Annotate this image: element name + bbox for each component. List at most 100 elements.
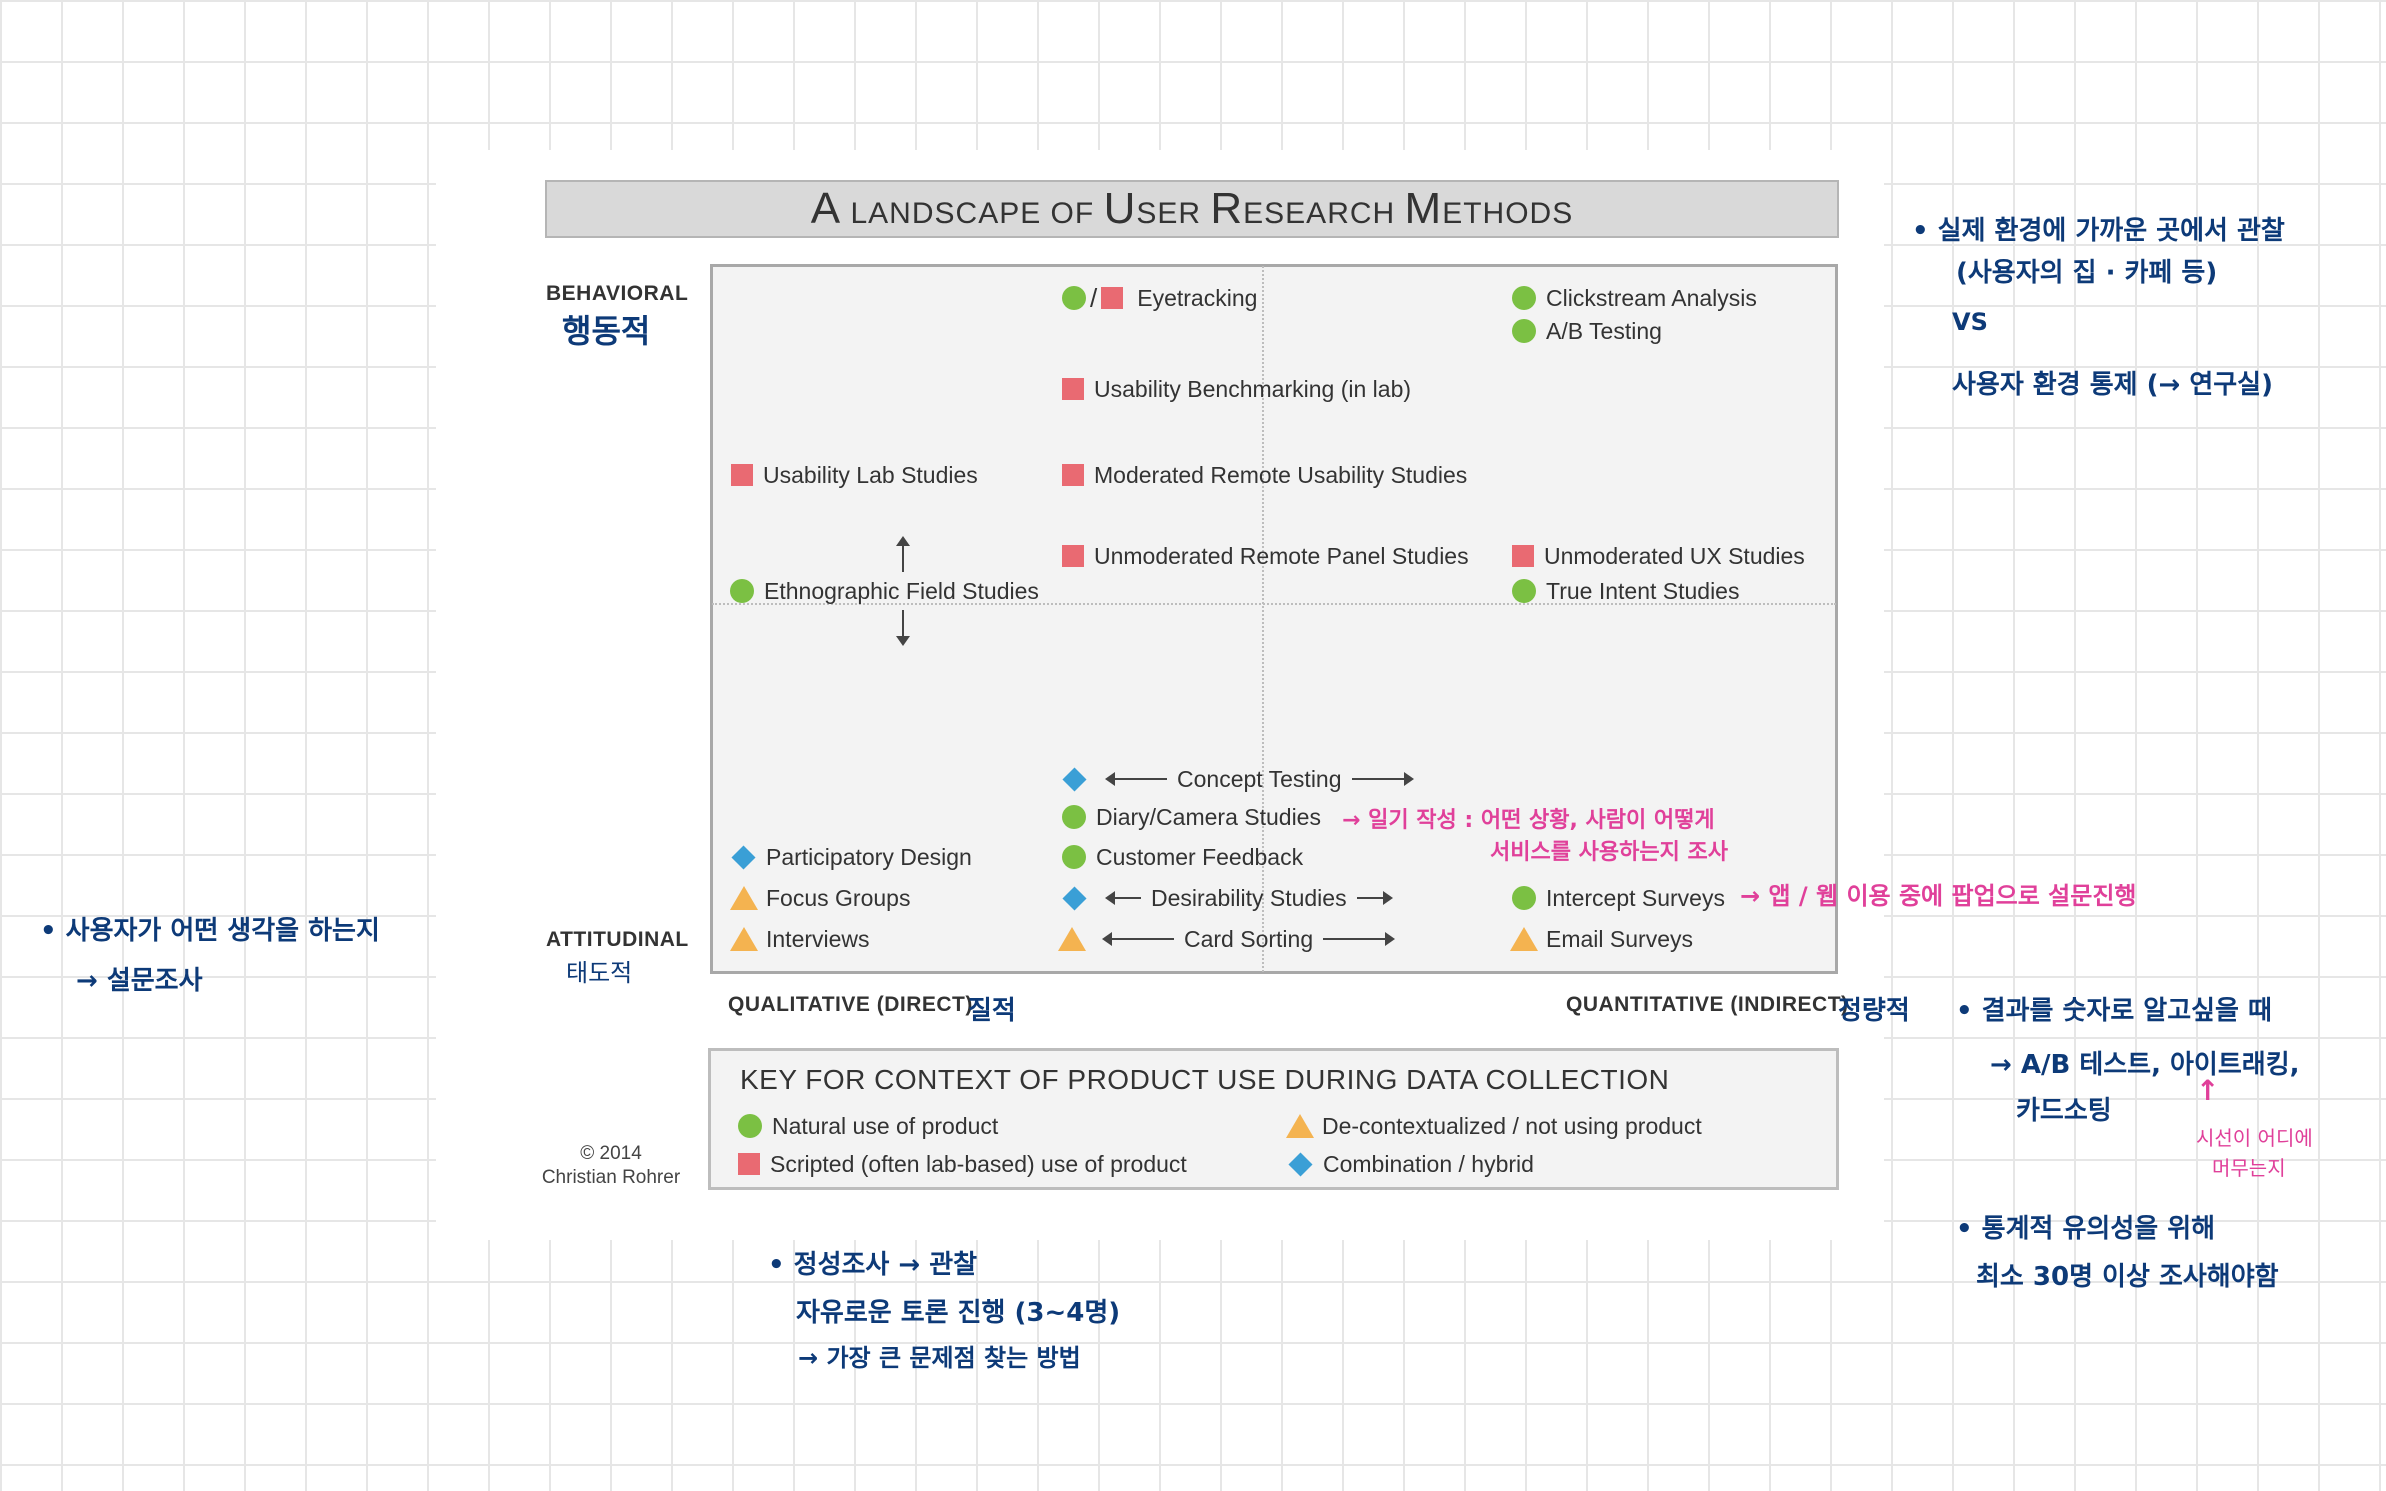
legend-label: De-contextualized / not using product: [1322, 1112, 1702, 1139]
legend-label: Combination / hybrid: [1323, 1150, 1534, 1177]
note-line: • 결과를 숫자로 알고싶을 때: [1956, 996, 2272, 1026]
note-line: 카드소팅: [2016, 1096, 2112, 1126]
arrow-down-icon: [896, 610, 910, 646]
note-line: 사용자 환경 통제 (→ 연구실): [1952, 370, 2273, 400]
method-label: Concept Testing: [1177, 765, 1342, 792]
method-diary: Diary/Camera Studies: [1062, 800, 1321, 834]
scripted-use-square-icon: [1062, 464, 1084, 486]
note-line: (사용자의 집 · 카페 등): [1956, 258, 2218, 288]
note-line: 최소 30명 이상 조사해야함: [1976, 1262, 2279, 1292]
decontextualized-triangle-icon: [1058, 927, 1086, 951]
method-label: Diary/Camera Studies: [1096, 803, 1321, 830]
scripted-use-square-icon: [1512, 545, 1534, 567]
method-customer-feedback: Customer Feedback: [1062, 840, 1303, 874]
method-label: Desirability Studies: [1151, 884, 1347, 911]
natural-use-circle-icon: [738, 1114, 762, 1138]
method-label: Customer Feedback: [1096, 843, 1304, 870]
method-clickstream: Clickstream Analysis: [1512, 281, 1757, 315]
slash-separator: /: [1090, 282, 1098, 313]
hybrid-diamond-icon: [1062, 885, 1087, 911]
method-ethnographic: Ethnographic Field Studies: [730, 574, 1039, 608]
method-label: True Intent Studies: [1546, 577, 1740, 604]
method-focus-groups: Focus Groups: [730, 881, 910, 915]
method-label: Ethnographic Field Studies: [764, 577, 1039, 604]
hybrid-diamond-icon: [1288, 1151, 1313, 1177]
method-label: Interviews: [766, 925, 870, 952]
note-line: → 가장 큰 문제점 찾는 방법: [798, 1344, 1081, 1372]
axis-quantitative: QUANTITATIVE (INDIRECT): [1566, 993, 1849, 1016]
horizontal-divider: [712, 603, 1836, 605]
natural-use-circle-icon: [1512, 886, 1536, 910]
note-line: 서비스를 사용하는지 조사: [1490, 840, 1728, 865]
arrow-right-icon: [1323, 932, 1396, 946]
method-label: Unmoderated Remote Panel Studies: [1094, 542, 1469, 569]
legend-decontextualized: De-contextualized / not using product: [1286, 1109, 1702, 1143]
method-label: Usability Benchmarking (in lab): [1094, 375, 1412, 402]
legend-natural: Natural use of product: [738, 1109, 998, 1143]
title-part: M: [1404, 184, 1443, 233]
method-moderated-remote: Moderated Remote Usability Studies: [1062, 458, 1467, 492]
note-line: VS: [1952, 308, 1988, 336]
legend-title: KEY FOR CONTEXT OF PRODUCT USE DURING DA…: [740, 1064, 1670, 1095]
method-label: Focus Groups: [766, 884, 911, 911]
title-part: R: [1210, 184, 1244, 233]
chart-title: A LANDSCAPE OF USER RESEARCH METHODS: [545, 180, 1839, 238]
method-label: A/B Testing: [1546, 317, 1662, 344]
method-concept-testing: Concept Testing: [1062, 762, 1422, 796]
scripted-use-square-icon: [731, 464, 753, 486]
method-label: Eyetracking: [1137, 284, 1258, 311]
legend-label: Natural use of product: [772, 1112, 999, 1139]
natural-use-circle-icon: [1062, 845, 1086, 869]
method-label: Intercept Surveys: [1546, 884, 1725, 911]
axis-qualitative: QUALITATIVE (DIRECT): [728, 993, 973, 1016]
scripted-use-square-icon: [1062, 545, 1084, 567]
decontextualized-triangle-icon: [1286, 1114, 1314, 1138]
arrow-up-icon: [896, 536, 910, 572]
decontextualized-triangle-icon: [730, 927, 758, 951]
copyright-year: © 2014: [580, 1143, 642, 1164]
note-line: • 사용자가 어떤 생각을 하는지: [40, 916, 380, 946]
method-label: Usability Lab Studies: [763, 461, 978, 488]
legend-scripted: Scripted (often lab-based) use of produc…: [738, 1147, 1187, 1181]
scripted-use-square-icon: [1062, 378, 1084, 400]
note-line: 자유로운 토론 진행 (3~4명): [796, 1298, 1121, 1328]
note-intercept: → 앱 / 웹 이용 중에 팝업으로 설문진행: [1740, 882, 2137, 910]
method-label: Email Surveys: [1546, 925, 1693, 952]
hybrid-diamond-icon: [731, 844, 756, 870]
note-qualitative-ko: 질적: [968, 996, 1016, 1026]
title-part: ETHODS: [1442, 197, 1574, 230]
note-line: → A/B 테스트, 아이트래킹,: [1990, 1050, 2300, 1080]
method-email-surveys: Email Surveys: [1510, 922, 1693, 956]
title-part: A: [810, 184, 842, 233]
method-intercept: Intercept Surveys: [1512, 881, 1725, 915]
note-line: • 통계적 유의성을 위해: [1956, 1214, 2216, 1244]
plot-area: [710, 264, 1838, 974]
note-line: 머무는지: [2212, 1156, 2286, 1180]
method-ab-testing: A/B Testing: [1512, 314, 1662, 348]
title-part: LANDSCAPE OF: [841, 197, 1104, 230]
note-attitudinal-ko: 태도적: [566, 959, 633, 987]
title-part: ESEARCH: [1243, 197, 1405, 230]
note-quantitative-ko: 정량적: [1838, 996, 1910, 1026]
scripted-use-square-icon: [1101, 287, 1124, 309]
note-arrow: ↑: [2196, 1074, 2220, 1107]
method-interviews: Interviews: [730, 922, 870, 956]
decontextualized-triangle-icon: [1510, 927, 1538, 951]
scripted-use-square-icon: [738, 1153, 760, 1175]
axis-attitudinal: ATTITUDINAL: [546, 928, 689, 951]
method-usability-lab: Usability Lab Studies: [731, 458, 978, 492]
method-card-sorting: Card Sorting: [1058, 922, 1403, 956]
title-part: U: [1103, 184, 1137, 233]
legend-label: Scripted (often lab-based) use of produc…: [770, 1150, 1187, 1177]
note-line: → 일기 작성 : 어떤 상황, 사람이 어떻게: [1342, 808, 1715, 833]
method-true-intent: True Intent Studies: [1512, 574, 1739, 608]
natural-use-circle-icon: [1512, 579, 1536, 603]
method-unmoderated-panel: Unmoderated Remote Panel Studies: [1062, 539, 1469, 573]
method-label: Moderated Remote Usability Studies: [1094, 461, 1468, 488]
method-benchmarking: Usability Benchmarking (in lab): [1062, 372, 1411, 406]
natural-use-circle-icon: [1512, 319, 1536, 343]
note-behavioral-ko: 행동적: [562, 312, 651, 350]
method-label: Unmoderated UX Studies: [1544, 542, 1805, 569]
note-line: 시선이 어디에: [2196, 1126, 2313, 1150]
axis-behavioral: BEHAVIORAL: [546, 282, 689, 305]
